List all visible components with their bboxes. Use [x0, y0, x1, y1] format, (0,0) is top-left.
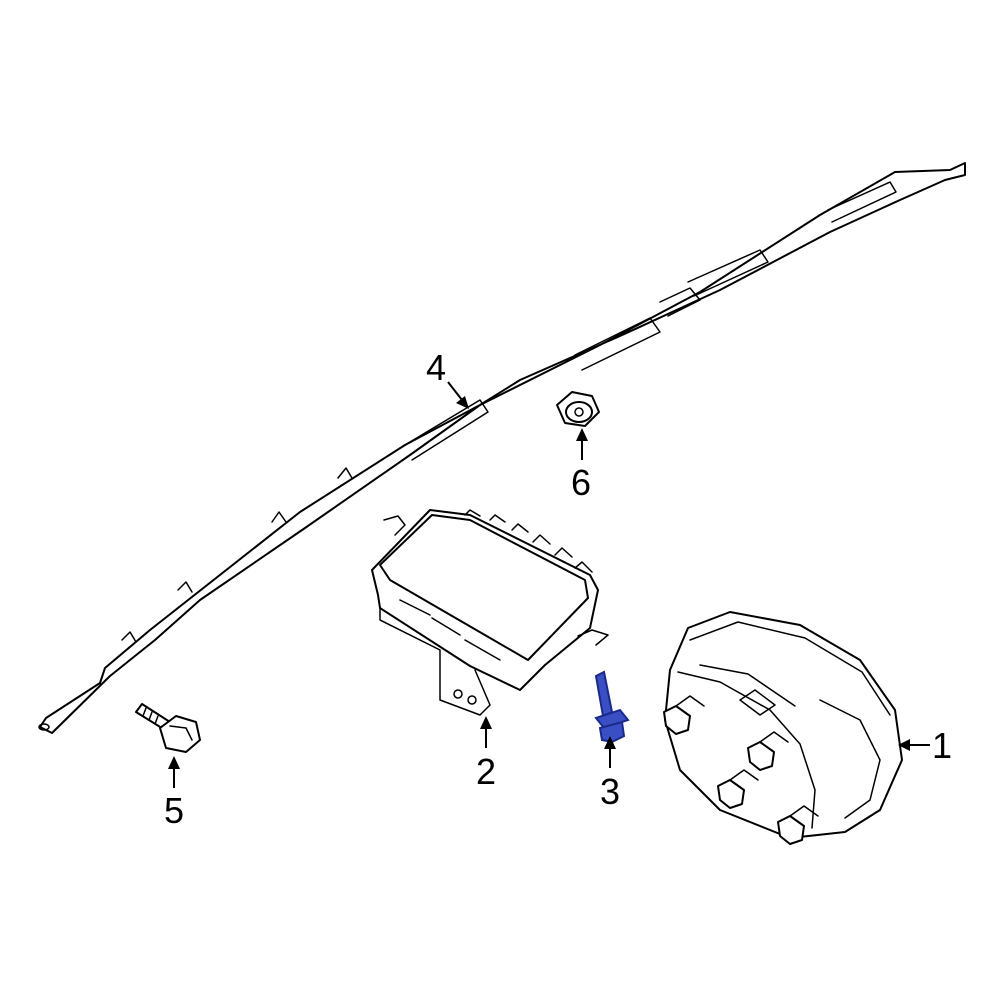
steering-airbag-part-1[interactable]	[663, 611, 903, 845]
leader-2	[480, 716, 492, 748]
callout-3: 3	[600, 771, 620, 812]
callout-6: 6	[571, 462, 591, 503]
leader-3	[604, 736, 616, 768]
leader-1	[898, 739, 930, 751]
callout-2: 2	[476, 751, 496, 792]
leader-4	[447, 381, 469, 409]
callout-4: 4	[426, 347, 446, 388]
leader-5	[168, 756, 180, 788]
nut-part-6[interactable]	[556, 391, 600, 427]
passenger-airbag-part-2[interactable]	[371, 509, 609, 716]
bolt-part-5[interactable]	[135, 703, 201, 753]
callout-5: 5	[164, 790, 184, 831]
bolt-part-3-highlighted[interactable]	[594, 670, 630, 744]
leader-6	[576, 428, 588, 460]
callout-1: 1	[932, 725, 952, 766]
curtain-airbag-part-4[interactable]	[38, 162, 966, 734]
